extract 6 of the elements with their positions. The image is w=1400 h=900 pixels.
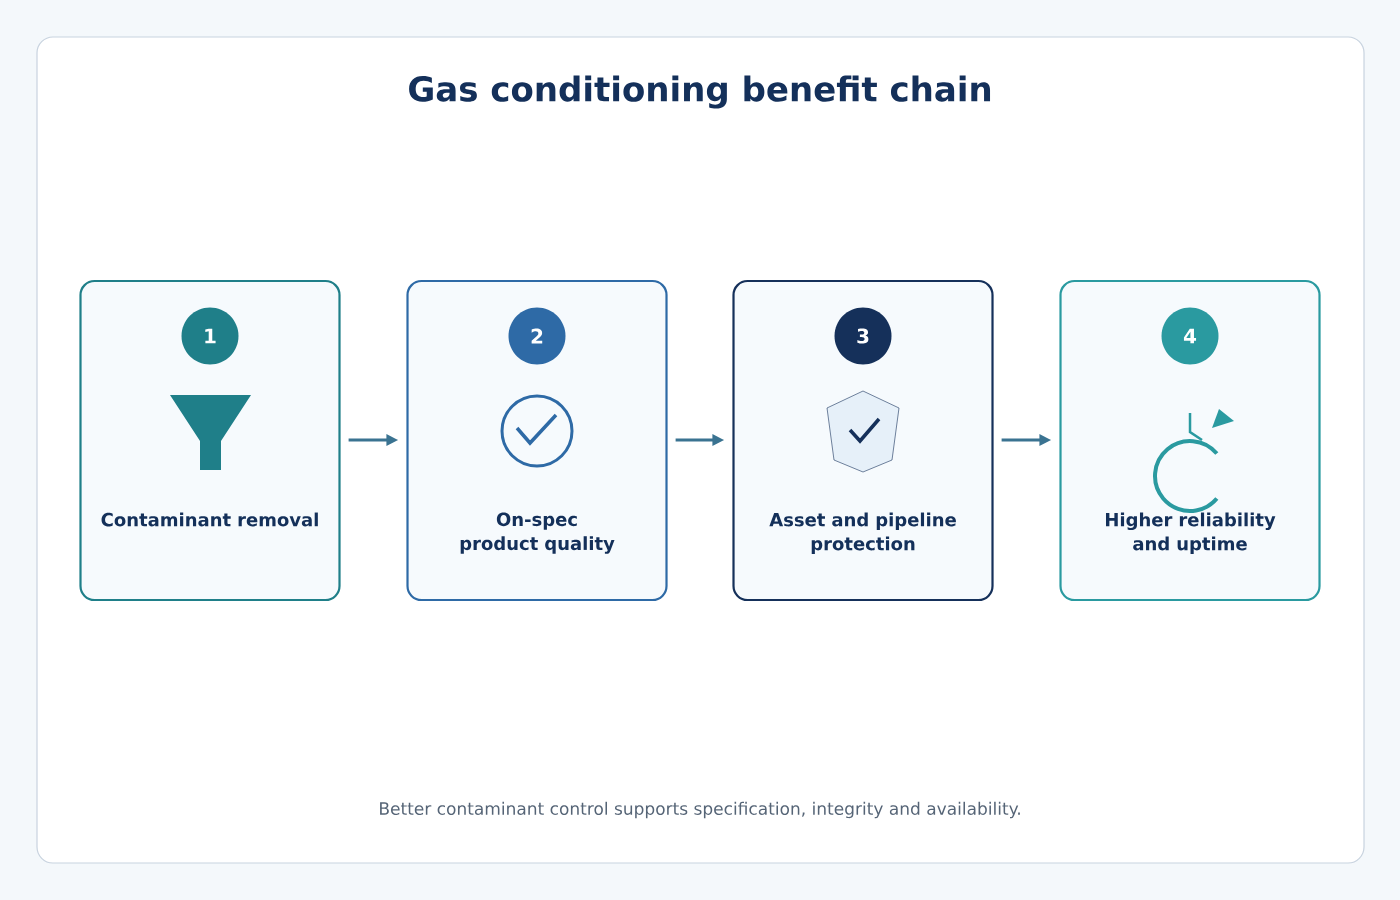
number-badge: 1 [181, 307, 239, 365]
number-badge: 2 [508, 307, 566, 365]
caption: Better contaminant control supports specification, integrity and availability. [380, 801, 1020, 819]
title: Gas conditioning benefit chain [409, 75, 991, 109]
number-badge: 3 [834, 307, 892, 365]
number-badge: 4 [1161, 307, 1219, 365]
